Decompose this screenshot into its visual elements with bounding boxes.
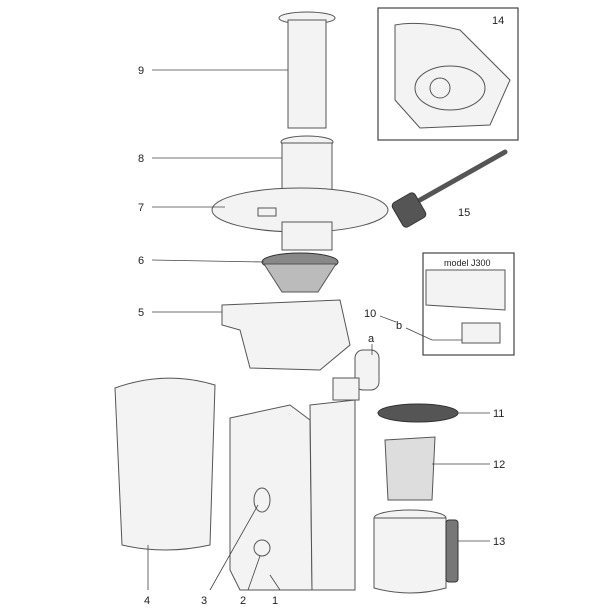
part-spout [332,349,380,401]
part-pulp-container [221,299,351,371]
label-9: 9 [138,65,144,77]
part-froth-separator [384,436,436,501]
label-4: 4 [144,595,150,607]
inset-model-j300: model J300 [422,252,515,356]
part-filter [261,252,339,293]
inset-14 [377,7,519,141]
label-10: 10 [364,308,376,320]
label-10b: b [396,320,402,332]
label-1: 1 [272,595,278,607]
part-motor-base [229,399,356,591]
label-12: 12 [493,459,505,471]
label-13: 13 [493,536,505,548]
part-pulp-bin [114,377,216,551]
label-3: 3 [201,595,207,607]
label-6: 6 [138,255,144,267]
part-lid [211,187,389,251]
leader-lines [147,69,490,591]
part-pusher [278,11,336,129]
label-10a: a [368,333,375,345]
label-7: 7 [138,202,144,214]
label-2: 2 [240,595,246,607]
part-jug-lid [377,403,459,423]
label-15: 15 [458,207,470,219]
part-juice-jug [373,509,459,594]
label-5: 5 [138,307,144,319]
part-cleaning-brush [391,149,508,228]
label-11: 11 [493,408,504,420]
label-14: 14 [492,15,504,27]
label-8: 8 [138,153,144,165]
inset-model-label: model J300 [444,258,491,268]
